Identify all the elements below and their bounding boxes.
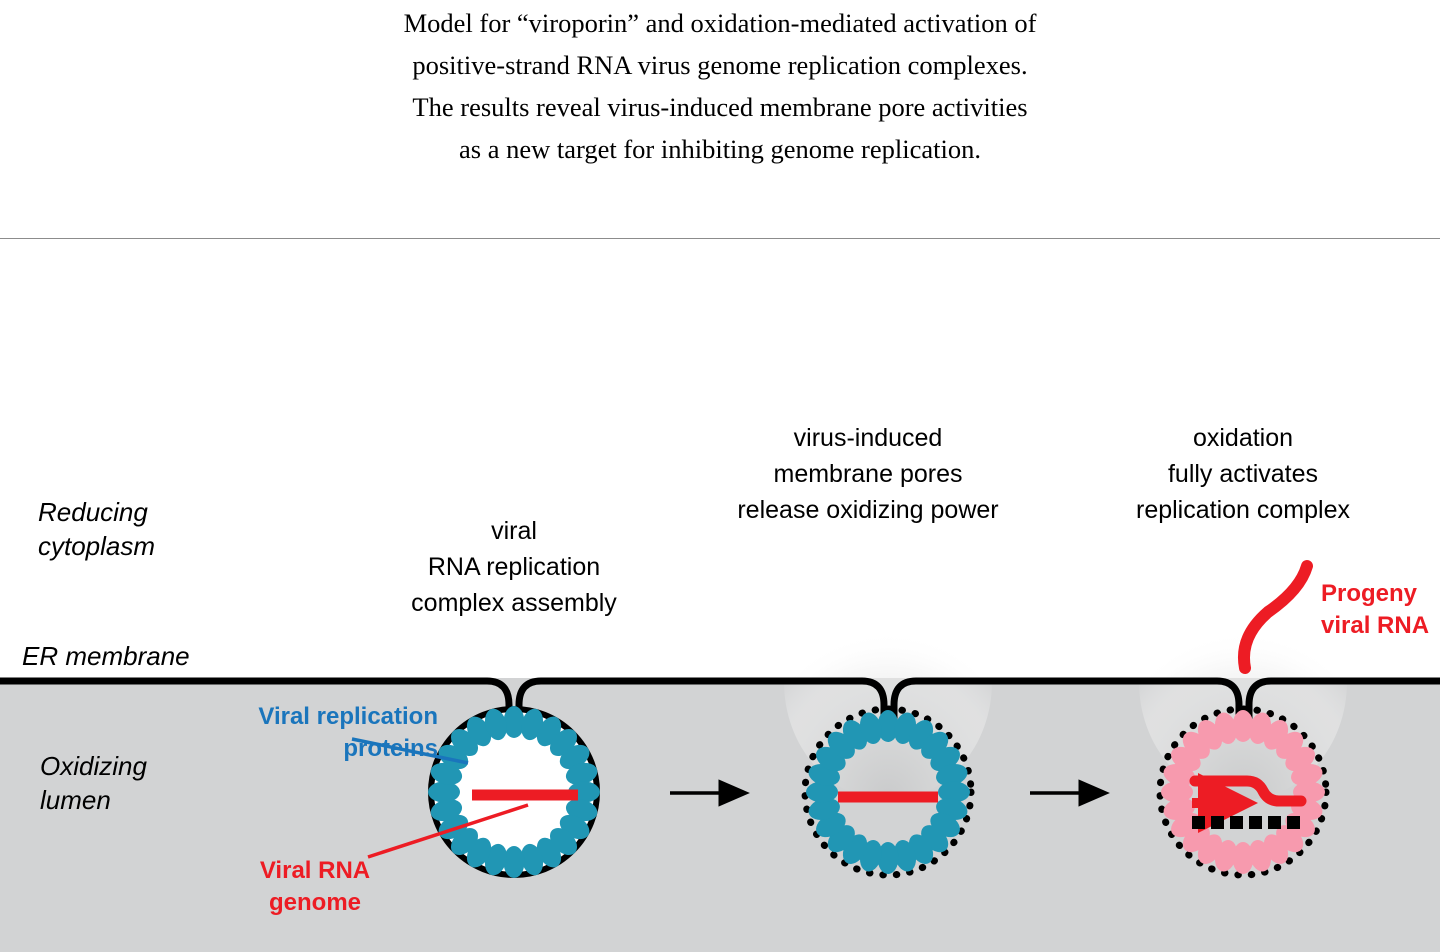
annotation-progeny-viral-rna: Progeny viral RNA bbox=[1321, 578, 1440, 642]
figure-caption: Model for “viroporin” and oxidation-medi… bbox=[0, 2, 1440, 170]
vesicle-stage3 bbox=[1156, 560, 1330, 879]
vesicle-stage3-proteins bbox=[1161, 710, 1325, 874]
annotation-proteins-line2: proteins bbox=[343, 735, 438, 762]
reducing-cytoplasm-label: Reducing cytoplasm bbox=[38, 495, 238, 563]
stage-heading-assembly: viral RNA replication complex assembly bbox=[364, 513, 664, 621]
annotation-viral-replication-proteins: Viral replication proteins bbox=[226, 701, 438, 765]
leader-line-viral-rna-genome bbox=[367, 803, 529, 859]
stage-heading-pores: virus-induced membrane pores release oxi… bbox=[698, 420, 1038, 528]
stage-oxidation-line1: oxidation bbox=[1192, 424, 1294, 452]
stage-assembly-line3: complex assembly bbox=[411, 589, 617, 617]
stage-oxidation-line3: replication complex bbox=[1136, 496, 1350, 524]
stage-pores-line2: membrane pores bbox=[773, 460, 963, 488]
annotation-progeny-line1: Progeny bbox=[1321, 580, 1418, 607]
vesicle-stage1-proteins bbox=[428, 706, 600, 878]
annotation-proteins-line1: Viral replication bbox=[258, 703, 438, 730]
reducing-cytoplasm-line2: cytoplasm bbox=[38, 531, 156, 561]
caption-line-2: positive-strand RNA virus genome replica… bbox=[412, 50, 1028, 80]
oxidizing-lumen-label: Oxidizing lumen bbox=[40, 749, 240, 817]
vesicle-stage2 bbox=[801, 705, 975, 879]
er-membrane-label: ER membrane bbox=[22, 641, 190, 671]
vesicle-stage3-porous-outline bbox=[1156, 705, 1330, 879]
stage-oxidation-line2: fully activates bbox=[1167, 460, 1319, 488]
annotation-genome-line2: genome bbox=[268, 889, 361, 916]
stage-heading-oxidation: oxidation fully activates replication co… bbox=[1083, 420, 1403, 528]
oxidizing-lumen-line1: Oxidizing bbox=[40, 751, 147, 781]
progeny-viral-rna-strand bbox=[1238, 560, 1313, 674]
vesicle-stage1 bbox=[428, 706, 600, 878]
stage-pores-line1: virus-induced bbox=[793, 424, 943, 452]
annotation-genome-line1: Viral RNA bbox=[259, 857, 371, 884]
annotation-viral-rna-genome: Viral RNA genome bbox=[240, 855, 390, 919]
caption-line-3: The results reveal virus-induced membran… bbox=[412, 92, 1028, 122]
stage-pores-line3: release oxidizing power bbox=[737, 496, 999, 524]
caption-line-1: Model for “viroporin” and oxidation-medi… bbox=[403, 8, 1037, 38]
oxidizing-lumen-line2: lumen bbox=[40, 785, 111, 815]
reducing-cytoplasm-line1: Reducing bbox=[38, 497, 148, 527]
vesicle-stage2-proteins bbox=[806, 710, 970, 874]
annotation-progeny-line2: viral RNA bbox=[1321, 612, 1430, 639]
leader-line-viral-replication-proteins bbox=[351, 737, 469, 765]
stage-assembly-line1: viral bbox=[491, 517, 537, 545]
er-membrane-line bbox=[0, 677, 1440, 734]
replication-intermediate-blocks-stage3 bbox=[1192, 816, 1300, 829]
vesicle-stage2-porous-outline bbox=[801, 705, 975, 879]
caption-line-4: as a new target for inhibiting genome re… bbox=[459, 134, 981, 164]
stage-assembly-line2: RNA replication bbox=[427, 553, 601, 581]
horizontal-divider bbox=[0, 238, 1440, 239]
